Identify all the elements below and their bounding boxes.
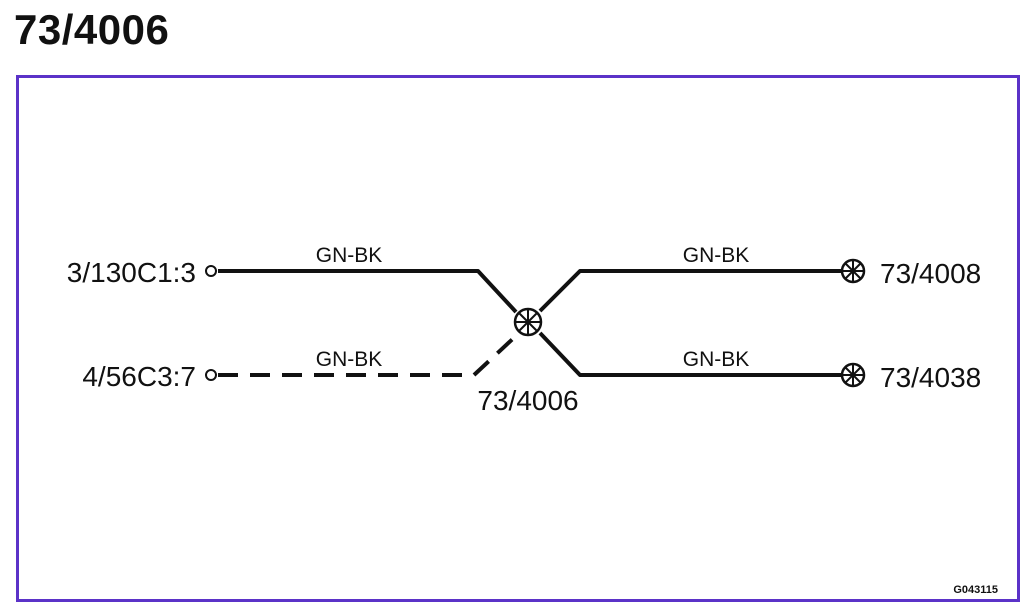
connector-label-right-bottom: 73/4038 [880,362,981,393]
connector-label-right-top: 73/4008 [880,258,981,289]
wire-bottom-right [538,331,841,377]
terminal-left-top [205,265,217,277]
terminal-right-bottom-icon [840,362,866,388]
wire-color-label-top-left: GN-BK [316,244,383,267]
wire-top-left [218,269,518,314]
connector-label-left-bottom: 4/56C3:7 [82,361,196,392]
wire-color-label-bottom-left: GN-BK [316,348,383,371]
wire-color-label-top-right: GN-BK [683,244,750,267]
wire-top-right [538,269,841,313]
connector-label-left-top: 3/130C1:3 [67,257,196,288]
splice-icon [513,307,543,337]
terminal-right-top-icon [840,258,866,284]
figure-id: G043115 [953,584,998,596]
diagram-frame [16,75,1020,602]
page-title: 73/4006 [14,6,170,53]
terminal-left-bottom [205,369,217,381]
wire-bottom-left [218,332,520,377]
wire-color-label-bottom-right: GN-BK [683,348,750,371]
splice-label: 73/4006 [477,385,578,416]
